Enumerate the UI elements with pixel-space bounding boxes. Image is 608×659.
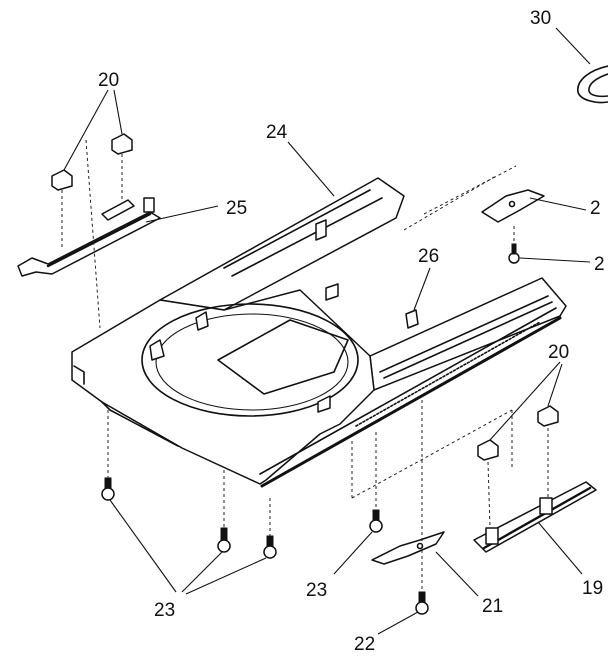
part-26-clip bbox=[405, 309, 419, 329]
leader-20-a1 bbox=[63, 89, 109, 171]
part-25-bracket-left bbox=[17, 197, 161, 277]
leader-22 bbox=[377, 611, 419, 635]
leader-21 bbox=[435, 551, 479, 597]
callout-21: 21 bbox=[482, 596, 503, 617]
callout-20-top: 20 bbox=[98, 70, 119, 91]
leader-20-a2 bbox=[113, 89, 123, 135]
leader-30 bbox=[555, 27, 591, 65]
callout-30: 30 bbox=[530, 8, 551, 29]
leader-20-b2 bbox=[547, 363, 563, 407]
leader-20-b1 bbox=[489, 361, 561, 441]
leader-23a2 bbox=[181, 551, 223, 593]
leader-2a bbox=[529, 197, 587, 211]
leader-23a3 bbox=[185, 557, 267, 595]
part-21-plate bbox=[371, 531, 445, 565]
callout-24: 24 bbox=[266, 122, 288, 143]
part-23-screws bbox=[101, 477, 383, 559]
part-30-ring bbox=[577, 65, 608, 104]
callout-2-screw: 2 bbox=[594, 254, 605, 275]
part-2-plate bbox=[481, 189, 545, 223]
callout-26: 26 bbox=[418, 246, 439, 267]
part-20-caps-right bbox=[477, 405, 559, 461]
callout-labels: 30 20 24 25 2 2 26 20 19 23 23 21 22 bbox=[98, 8, 605, 655]
callout-23-mid: 23 bbox=[306, 580, 327, 601]
callout-23-left: 23 bbox=[154, 600, 175, 621]
part-22-screw bbox=[415, 591, 429, 615]
leader-25 bbox=[145, 205, 219, 223]
part-24-base-frame bbox=[71, 177, 567, 488]
callout-25: 25 bbox=[226, 198, 247, 219]
leader-26 bbox=[413, 267, 431, 311]
callout-19: 19 bbox=[582, 578, 603, 599]
part-20-caps-top bbox=[51, 133, 133, 191]
leader-23a1 bbox=[109, 499, 177, 593]
assembly-lines bbox=[61, 139, 549, 590]
leader-19 bbox=[537, 521, 583, 575]
callout-22: 22 bbox=[354, 634, 375, 655]
callout-20-right: 20 bbox=[548, 342, 569, 363]
leader-24 bbox=[287, 141, 335, 197]
leader-23b bbox=[333, 531, 373, 575]
leader-2b bbox=[519, 257, 591, 263]
part-19-bracket-right bbox=[473, 481, 597, 553]
part-2-screw bbox=[508, 243, 520, 264]
callout-2-plate: 2 bbox=[590, 198, 601, 219]
